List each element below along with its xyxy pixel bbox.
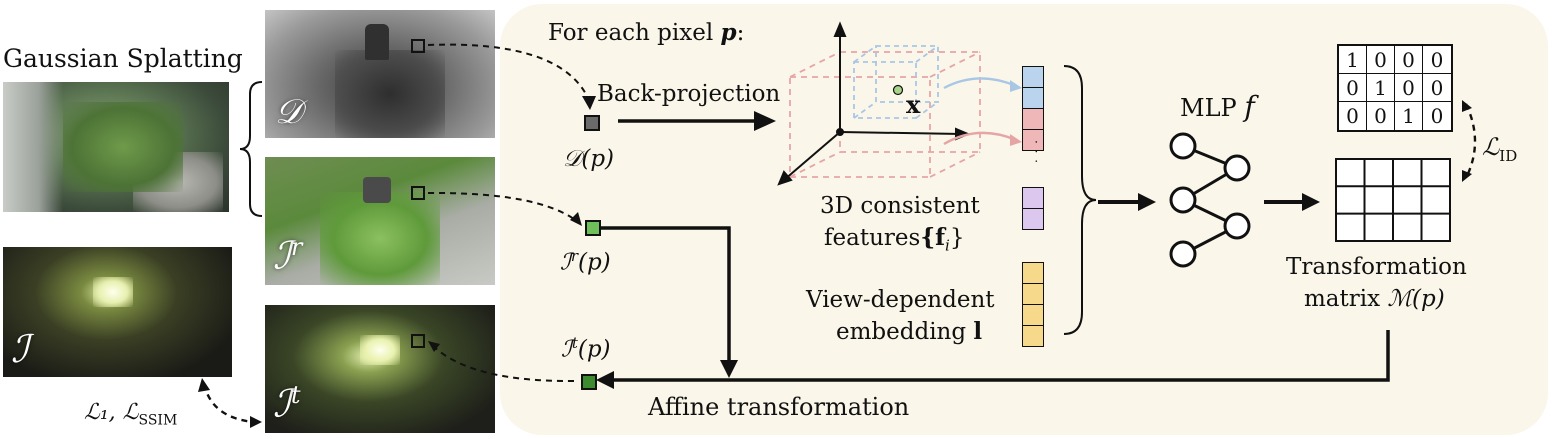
reference-patch-marker: [411, 186, 425, 200]
mlp-label: MLP f: [1180, 90, 1255, 123]
mlp-to-matrix-arrow: [1264, 193, 1320, 211]
backprojection-3d-sketch: [777, 21, 981, 186]
identity-matrix-cell: 0: [1423, 74, 1451, 102]
features-label-line2: features{fi}: [824, 224, 965, 255]
transformed-pixel-patch: [581, 374, 597, 390]
transformed-symbol: ℐt: [273, 381, 301, 426]
back-projection-label: Back-projection: [597, 81, 781, 107]
blue-feature-cube: [853, 45, 939, 119]
embedding-cell-4: [1022, 325, 1044, 347]
affine-transformation-label: Affine transformation: [648, 393, 910, 421]
feature-lookup-arrows: [943, 77, 1022, 146]
reference-symbol: ℐr: [273, 233, 303, 278]
gaussian-splatting-title: Gaussian Splatting: [3, 44, 243, 73]
target-symbol: ℐ: [11, 327, 29, 371]
identity-matrix-cell: 0: [1367, 102, 1395, 130]
sample-point: [892, 84, 904, 96]
gaussian-splatting-render: [3, 82, 229, 212]
coordinate-axes: [777, 21, 971, 186]
identity-matrix-cell: 0: [1339, 102, 1367, 130]
identity-loss-label: ℒID: [1482, 133, 1518, 165]
identity-matrix-cell: 0: [1339, 74, 1367, 102]
feature-ellipsis: · · ·: [1029, 140, 1043, 165]
identity-matrix-cell: 0: [1395, 46, 1423, 74]
reference-to-pixel-dashed: [427, 191, 579, 223]
mlp-network-icon: [1169, 132, 1251, 268]
reference-pixel-label: ℐr(p): [560, 247, 611, 276]
target-ground-truth-image: ℐ: [3, 247, 232, 377]
depth-pixel-patch: [584, 115, 600, 131]
photometric-loss-dashed: [202, 383, 255, 424]
input-concat-brace: [1063, 65, 1097, 335]
transformed-patch-marker: [411, 334, 425, 348]
depth-pixel-label: 𝒟(p): [563, 146, 615, 172]
transformed-image: ℐt: [265, 305, 495, 433]
for-each-pixel-label: For each pixel p:: [548, 19, 745, 46]
photometric-loss-label: ℒ₁, ℒSSIM: [84, 400, 178, 429]
feature-cell-purple-2: [1022, 208, 1044, 230]
identity-matrix-cell: 0: [1395, 74, 1423, 102]
transformation-matrix-grid: [1335, 158, 1451, 242]
embedding-label-line1: View-dependent: [806, 287, 995, 313]
transformation-label-line2: matrix ℳ(p): [1304, 286, 1445, 312]
transformed-pixel-label: ℐt(p): [561, 334, 611, 363]
depth-patch-marker: [411, 39, 425, 53]
feature-cell-pink-2: [1022, 129, 1044, 151]
point-x-label: x: [906, 90, 921, 119]
pixel-to-transformed-dashed: [431, 344, 575, 383]
identity-matrix-cell: 1: [1339, 46, 1367, 74]
transformation-label-line1: Transformation: [1286, 254, 1467, 280]
depth-image: 𝒟: [265, 10, 495, 138]
identity-matrix-cell: 1: [1395, 102, 1423, 130]
brace-to-mlp-arrow: [1098, 193, 1156, 211]
left-brace: [239, 81, 263, 217]
embedding-label-line2: embedding l: [836, 318, 983, 345]
depth-to-pixel-dashed: [427, 43, 589, 99]
identity-matrix-cell: 0: [1430, 104, 1444, 128]
identity-matrix-cell: 1: [1367, 74, 1395, 102]
depth-symbol: 𝒟: [275, 92, 303, 132]
features-label-line1: 3D consistent: [820, 193, 980, 219]
identity-loss-arrow: [1462, 100, 1477, 182]
identity-matrix-cell: 0: [1367, 46, 1395, 74]
identity-matrix-cell: 0: [1423, 46, 1451, 74]
reference-image: ℐr: [265, 157, 495, 285]
